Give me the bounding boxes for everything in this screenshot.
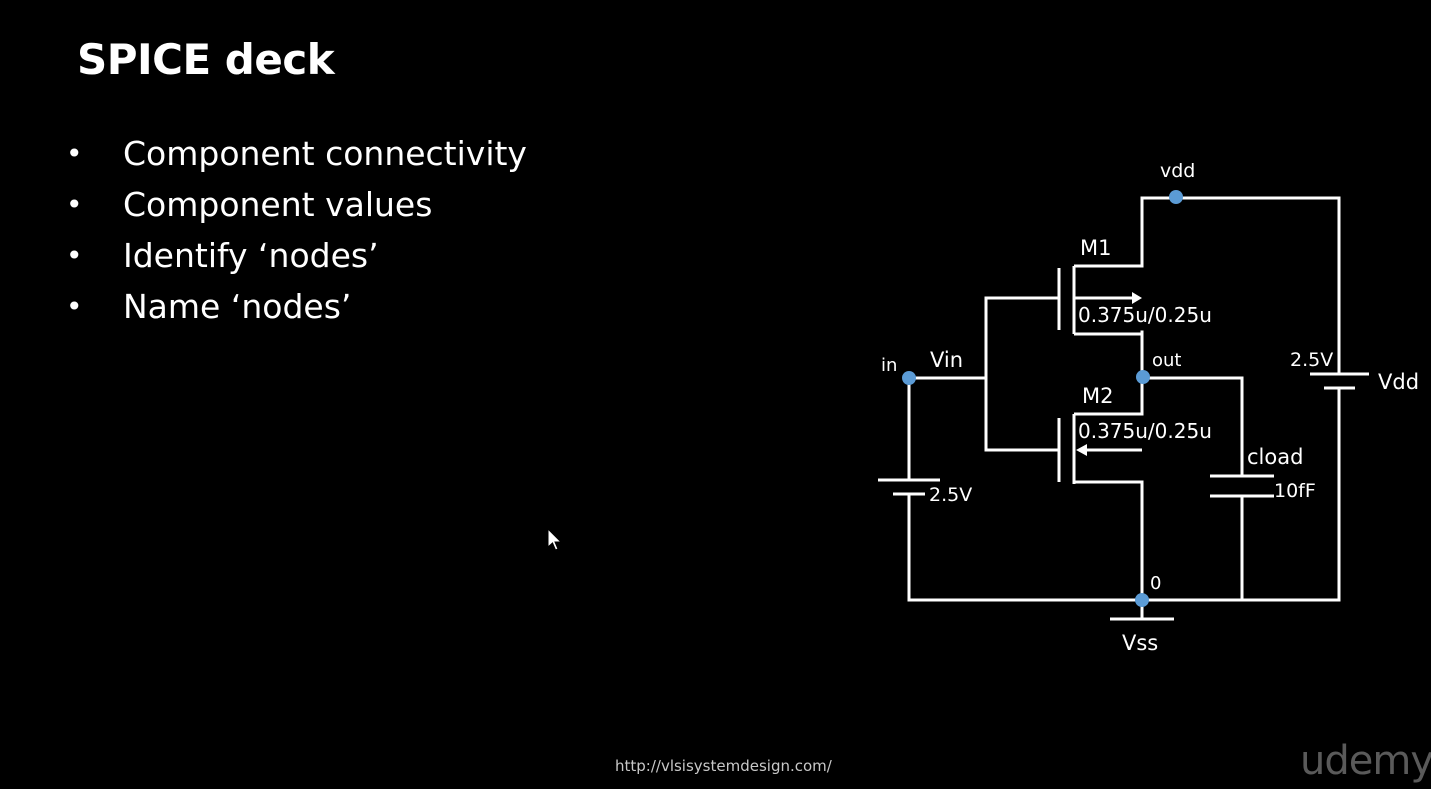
pmos-m1 (1057, 264, 1142, 336)
label-m2-size: 0.375u/0.25u (1078, 419, 1212, 443)
label-cap-value: 10fF (1274, 480, 1316, 502)
label-vss: Vss (1122, 631, 1158, 655)
bullet-text: Component values (123, 185, 433, 224)
label-ground-node: 0 (1150, 573, 1161, 594)
bullet-text: Identify ‘nodes’ (123, 236, 379, 275)
label-vin: Vin (930, 348, 963, 372)
bullet-dot-icon: • (66, 290, 83, 323)
label-m1: M1 (1080, 236, 1111, 260)
node-dot-out (1136, 370, 1150, 384)
slide-title: SPICE deck (77, 35, 335, 84)
node-dot-vdd (1169, 190, 1183, 204)
label-vin-source-value: 2.5V (929, 484, 972, 506)
bullet-text: Name ‘nodes’ (123, 287, 352, 326)
label-out-node: out (1152, 350, 1181, 371)
node-dot-in (902, 371, 916, 385)
wires (907, 196, 1341, 602)
vin-source (878, 478, 940, 496)
label-cload: cload (1247, 445, 1303, 469)
footer-url: http://vlsisystemdesign.com/ (615, 757, 832, 775)
bullet-dot-icon: • (66, 188, 83, 221)
m1-arrow-icon (1132, 292, 1142, 304)
label-vdd-source-name: Vdd (1378, 370, 1419, 394)
m2-arrow-icon (1076, 444, 1087, 456)
bullet-text: Component connectivity (123, 134, 527, 173)
label-vdd-source-value: 2.5V (1290, 349, 1333, 371)
vdd-source (1310, 372, 1369, 390)
nmos-m2 (1057, 412, 1142, 484)
udemy-logo: udemy (1300, 738, 1431, 784)
label-in-node: in (881, 355, 897, 376)
bullet-dot-icon: • (66, 137, 83, 170)
label-m1-size: 0.375u/0.25u (1078, 303, 1212, 327)
mouse-pointer-icon (547, 528, 563, 551)
label-vdd-node: vdd (1160, 160, 1195, 182)
node-dots (902, 190, 1183, 607)
label-m2: M2 (1082, 384, 1113, 408)
node-dot-ground (1135, 593, 1149, 607)
labels: vdd M1 0.375u/0.25u in Vin out 2.5V Vdd … (881, 160, 1419, 655)
bullet-dot-icon: • (66, 239, 83, 272)
load-capacitor (1210, 474, 1274, 498)
